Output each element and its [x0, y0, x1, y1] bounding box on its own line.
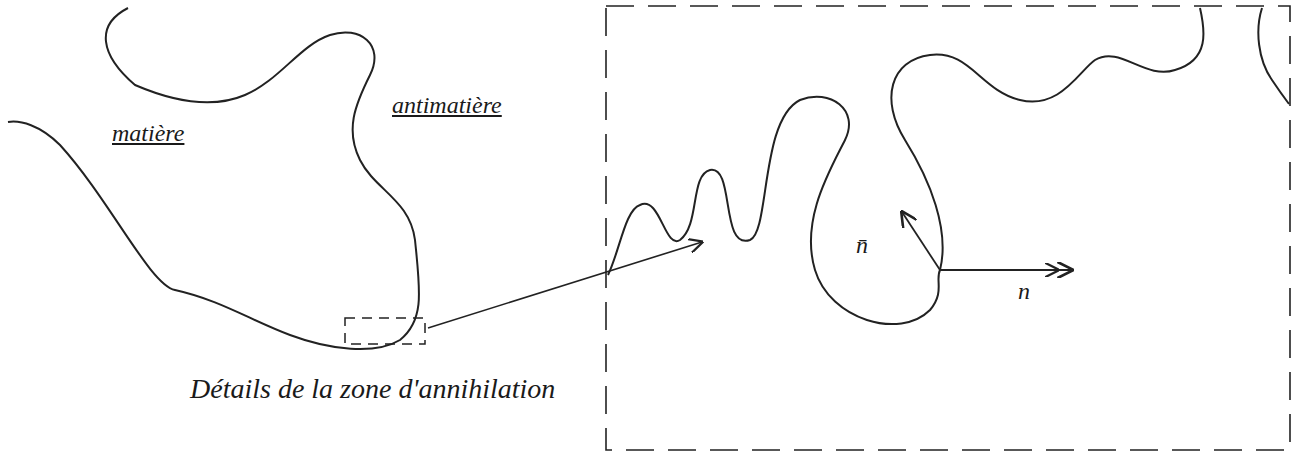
caption: Détails de la zone d'annihilation [190, 374, 555, 405]
zoom-arrow [428, 242, 702, 328]
vector-label: n [1018, 278, 1030, 304]
region-label: antimatière [392, 92, 502, 118]
boundary-curve [8, 8, 419, 349]
normal-vector [902, 212, 940, 270]
vector-label: n̄ [856, 232, 868, 258]
normal-vector [1040, 269, 1058, 271]
region-label: matière [112, 120, 184, 146]
normal-vector [940, 269, 1072, 271]
interface-curve [1258, 8, 1289, 104]
detail-frame [606, 6, 1290, 450]
zoom-window [345, 318, 425, 344]
interface-curve [608, 8, 1204, 324]
